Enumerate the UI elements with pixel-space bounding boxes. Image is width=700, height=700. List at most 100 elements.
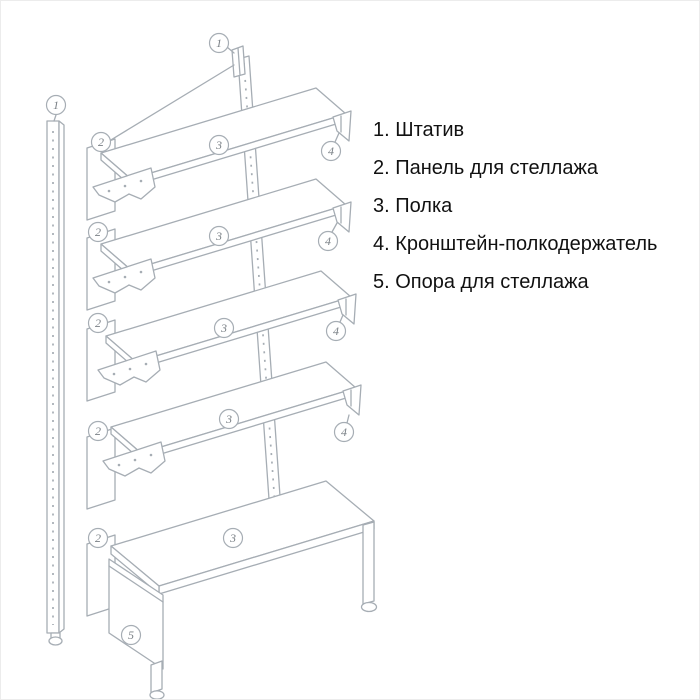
post-foot [48, 636, 63, 646]
callout-circle [317, 230, 339, 252]
callout-post-left: 1 [45, 94, 67, 122]
callout-shelf-5: 3 [222, 527, 244, 549]
upright-top-cap-edge [237, 47, 241, 76]
bracket-hole [133, 458, 137, 462]
bracket-hole [139, 179, 143, 183]
callout-number: 2 [95, 225, 101, 239]
callout-circle [87, 312, 109, 334]
callout-circle [208, 32, 230, 54]
left-bracket-4 [102, 441, 166, 477]
callout-number: 3 [229, 531, 236, 545]
bracket-hole [112, 372, 116, 376]
callout-number: 3 [215, 138, 222, 152]
left-bracket-2 [92, 258, 156, 294]
shelf-bracket-2 [332, 201, 352, 233]
callout-bracket-2: 4 [317, 222, 339, 252]
callout-bracket-4: 4 [333, 414, 355, 443]
bracket-hole [139, 270, 143, 274]
callout-circle [208, 225, 230, 247]
callout-number: 2 [98, 135, 104, 149]
legend-item-1: 1. Штатив [373, 119, 465, 141]
left-bracket-3 [97, 350, 161, 386]
back-top-edge [100, 64, 235, 147]
bracket-hole [123, 184, 127, 188]
leader-line [334, 132, 340, 143]
base-support [108, 521, 378, 699]
callout-circle [87, 221, 109, 243]
callout-number: 4 [341, 425, 347, 439]
leader-line [331, 222, 338, 233]
shelf-bracket-4 [342, 384, 362, 416]
callout-bracket-3: 4 [325, 314, 347, 342]
callouts: 1 1 2 2 2 2 [45, 32, 355, 646]
legend-item-4: 4. Кронштейн-полкодержатель [373, 233, 658, 255]
bracket-hole [107, 189, 111, 193]
callout-circle [325, 320, 347, 342]
base-panel [108, 558, 164, 670]
callout-number: 4 [325, 234, 331, 248]
callout-bracket-1: 4 [320, 132, 342, 162]
base-left-foot [149, 690, 165, 699]
callout-number: 2 [95, 316, 101, 330]
legend-item-3: 3. Полка [373, 195, 453, 217]
bracket-hole [123, 275, 127, 279]
shelf-bracket-3 [337, 293, 357, 325]
shelf-5 [110, 480, 375, 595]
callout-panel-1: 2 [90, 131, 112, 153]
callout-circle [218, 408, 240, 430]
leader-line [226, 46, 235, 54]
base-left-leg [150, 660, 163, 694]
callout-shelf-3: 3 [213, 317, 235, 339]
base-right-leg [362, 521, 375, 605]
callout-number: 1 [216, 36, 222, 50]
callout-number: 5 [128, 628, 134, 642]
bracket-hole [144, 362, 148, 366]
callout-shelf-4: 3 [218, 408, 240, 430]
legend-item-2: 2. Панель для стеллажа [373, 157, 598, 179]
shelf-holder-brackets [332, 110, 362, 416]
bracket-hole [117, 463, 121, 467]
callout-number: 3 [225, 412, 232, 426]
callout-panel-5: 2 [87, 527, 109, 549]
leader-line [53, 114, 57, 122]
shelf-top [100, 87, 347, 180]
callout-post-top: 1 [208, 32, 235, 54]
callout-circle [320, 140, 342, 162]
callout-panel-2: 2 [87, 221, 109, 243]
post-side [58, 120, 65, 634]
bracket-hole [149, 453, 153, 457]
base-right-foot [360, 601, 378, 613]
callout-number: 3 [215, 229, 222, 243]
callout-circle [333, 421, 355, 443]
callout-panel-3: 2 [87, 312, 109, 334]
base-panel-edge [108, 565, 164, 603]
left-bracket-1 [92, 167, 156, 203]
callout-number: 3 [220, 321, 227, 335]
callout-panel-4: 2 [87, 420, 109, 442]
leader-line [339, 314, 344, 323]
callout-number: 2 [95, 531, 101, 545]
callout-circle [45, 94, 67, 116]
shelf-bracket-1 [332, 110, 352, 142]
callout-circle [90, 131, 112, 153]
leader-line [346, 414, 350, 424]
bracket-hole [128, 367, 132, 371]
callout-circle [87, 420, 109, 442]
callout-circle [120, 624, 142, 646]
callout-shelf-2: 3 [208, 225, 230, 247]
callout-circle [213, 317, 235, 339]
callout-circle [87, 527, 109, 549]
callout-circle [222, 527, 244, 549]
callout-number: 1 [53, 98, 59, 112]
legend-item-5: 5. Опора для стеллажа [373, 271, 589, 293]
bracket-hole [107, 280, 111, 284]
legend: 1. Штатив 2. Панель для стеллажа 3. Полк… [373, 111, 657, 301]
callout-number: 4 [328, 144, 334, 158]
callout-circle [208, 134, 230, 156]
callout-shelf-1: 3 [208, 134, 230, 156]
callout-number: 2 [95, 424, 101, 438]
standalone-post [46, 120, 65, 646]
left-brackets [92, 167, 166, 477]
